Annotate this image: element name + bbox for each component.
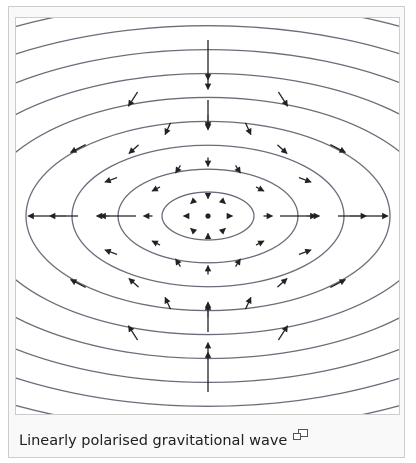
field-arrow [105,178,117,183]
field-arrow [191,228,195,231]
field-arrow [191,200,195,203]
field-arrow [105,250,117,255]
center-dot [206,214,210,218]
caption-text: Linearly polarised gravitational wave [19,433,287,449]
field-arrow [222,228,226,231]
field-arrow [256,187,264,191]
field-arrow [71,145,86,153]
magnify-clip-icon[interactable] [293,424,308,435]
figure-caption: Linearly polarised gravitational wave [19,424,399,448]
field-arrow [330,280,345,288]
field-arrow [277,278,287,287]
gravitational-wave-image[interactable] [15,17,400,415]
field-arrow [299,250,311,255]
field-arrow [129,278,139,287]
field-arrow [277,145,287,154]
field-arrow [71,280,86,288]
field-arrow [129,145,139,154]
field-arrow [330,145,345,153]
field-arrow [152,187,160,191]
field-arrow [152,241,160,245]
gravitational-wave-field-diagram [16,18,399,414]
field-arrow [222,200,226,203]
figure-thumbnail: Linearly polarised gravitational wave [8,6,405,458]
field-arrow [299,178,311,183]
field-arrow [256,241,264,245]
